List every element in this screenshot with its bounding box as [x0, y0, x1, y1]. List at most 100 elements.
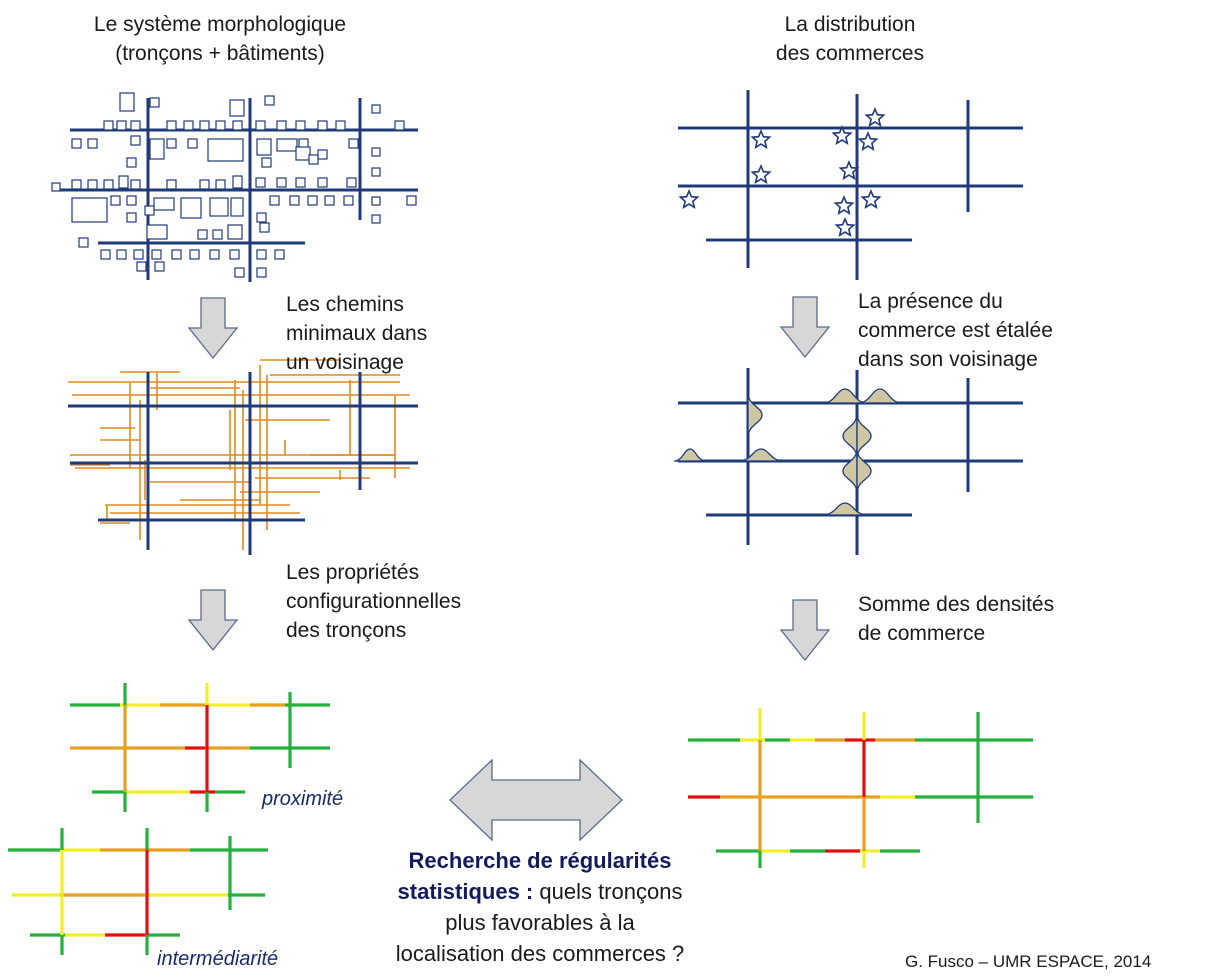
building: [346, 177, 357, 188]
shop-star-icon: [833, 194, 855, 215]
right-title: La distribution des commerces: [700, 10, 1000, 68]
building: [209, 197, 229, 217]
building: [394, 120, 405, 131]
kernel-bump: [842, 413, 858, 459]
shop-star-icon: [750, 163, 772, 184]
building: [274, 249, 285, 260]
building: [118, 175, 129, 189]
proximity-map: [70, 683, 330, 812]
building: [256, 267, 267, 278]
kernel-bump: [673, 448, 707, 462]
kernel-bump: [738, 448, 784, 462]
shop-star-icon: [750, 128, 772, 149]
kernel-density-map: [673, 368, 1023, 555]
left-step1-line1: Les chemins: [286, 293, 404, 316]
building: [154, 261, 165, 272]
building: [289, 195, 300, 206]
building: [348, 138, 359, 149]
right-step1-caption: La présence du commerce est étalée dans …: [858, 287, 1053, 374]
building: [276, 138, 298, 152]
building: [295, 177, 306, 188]
building: [295, 120, 306, 131]
building: [255, 120, 266, 131]
right-step1-line2: commerce est étalée: [858, 319, 1053, 342]
building: [199, 179, 210, 190]
density-sum-map: [688, 708, 1033, 868]
building: [166, 120, 177, 131]
building: [371, 214, 381, 224]
left-step2-line1: Les propriétés: [286, 561, 420, 584]
building: [229, 249, 240, 260]
building: [317, 120, 328, 131]
building: [256, 212, 267, 223]
building: [269, 195, 280, 206]
shop-star-icon: [860, 188, 882, 209]
building: [144, 205, 155, 216]
building: [87, 138, 98, 149]
street-building-map: [51, 92, 418, 282]
question-line2-rest: quels tronçons: [533, 879, 683, 904]
building: [229, 99, 245, 117]
shop-star-icon: [864, 106, 886, 128]
right-title-line2: des commerces: [775, 42, 925, 65]
building: [324, 195, 335, 206]
down-arrow-icon: [187, 297, 239, 360]
building: [255, 177, 266, 188]
building: [126, 195, 137, 206]
building: [100, 249, 111, 260]
building: [116, 249, 127, 260]
building: [183, 120, 194, 131]
flow-arrows: [187, 296, 831, 842]
building: [171, 249, 182, 260]
kernel-bump: [857, 388, 903, 404]
shop-star-icon: [834, 216, 856, 237]
building: [256, 138, 272, 156]
building: [71, 138, 82, 149]
building: [133, 249, 144, 260]
building: [371, 147, 381, 157]
building: [215, 179, 226, 190]
left-title-line2: (tronçons + bâtiments): [115, 42, 325, 65]
building: [78, 237, 89, 248]
building: [276, 177, 287, 188]
shop-star-icon: [838, 159, 860, 180]
building: [307, 195, 318, 206]
building: [232, 120, 243, 131]
building: [126, 157, 137, 168]
building: [153, 197, 175, 211]
building: [227, 224, 243, 240]
right-title-line1: La distribution: [784, 13, 916, 36]
left-step2-line3: des tronçons: [286, 619, 407, 642]
building: [197, 229, 208, 240]
building: [180, 197, 202, 219]
building: [71, 197, 108, 223]
building: [151, 249, 162, 260]
down-arrow-icon: [779, 599, 831, 662]
building: [149, 138, 165, 160]
building: [130, 179, 141, 190]
kernel-bump: [856, 413, 872, 459]
building: [317, 149, 328, 160]
building: [199, 120, 210, 131]
right-step2-line1: Somme des densités: [858, 593, 1055, 616]
building: [126, 212, 137, 223]
left-step2-caption: Les propriétés configurationnelles des t…: [286, 558, 461, 645]
left-step1-line3: un voisinage: [286, 351, 404, 374]
building: [230, 197, 244, 217]
down-arrow-icon: [187, 589, 239, 652]
kernel-bump: [842, 448, 858, 494]
left-title-line1: Le système morphologique: [93, 13, 347, 36]
building: [207, 138, 244, 162]
building: [317, 177, 328, 188]
shop-star-icon: [831, 124, 853, 145]
double-arrow-icon: [449, 758, 623, 842]
building: [166, 138, 177, 149]
credit-line: G. Fusco – UMR ESPACE, 2014: [905, 952, 1152, 971]
kernel-bump: [856, 448, 872, 494]
building: [371, 104, 381, 114]
building: [335, 120, 346, 131]
building: [103, 179, 114, 190]
left-step1-caption: Les chemins minimaux dans un voisinage: [286, 290, 427, 377]
left-step1-line2: minimaux dans: [286, 322, 428, 345]
building: [259, 222, 270, 233]
